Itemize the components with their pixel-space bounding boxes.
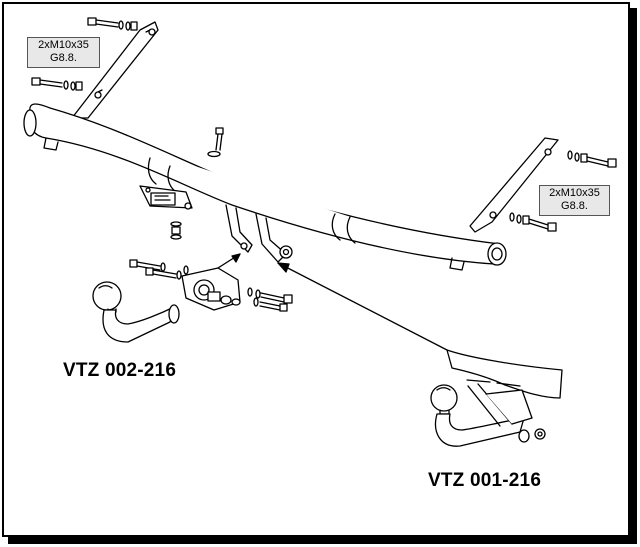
right-bolt-spec-size: 2xM10x35	[549, 187, 600, 199]
cross-tube	[23, 103, 507, 271]
left-mounting-bracket	[71, 21, 159, 119]
left-bolt-spec-callout: 2xM10x35 G8.8.	[27, 37, 100, 68]
right-bolt-spec-callout: 2xM10x35 G8.8.	[539, 185, 610, 216]
left-bolt-upper	[87, 17, 138, 31]
centre-top-bolt	[207, 127, 224, 158]
left-bolt-spec-size: 2xM10x35	[38, 39, 89, 51]
fixed-tow-ball-assembly	[430, 349, 563, 447]
right-bolt-lower	[509, 212, 557, 232]
left-bolt-spec-grade: G8.8.	[50, 52, 77, 64]
detachable-part-number: VTZ 002-216	[63, 360, 177, 381]
drawing-frame	[2, 2, 630, 537]
socket-plate	[139, 185, 193, 210]
frame-shadow-bottom	[8, 537, 637, 544]
left-bolt-lower	[31, 77, 83, 91]
fixed-part-number: VTZ 001-216	[428, 470, 542, 491]
right-bolt-upper	[567, 150, 617, 168]
mounting-lugs	[225, 204, 293, 263]
centre-nut-stack	[170, 221, 182, 240]
frame-shadow-right	[630, 8, 637, 544]
assembly-arrow-fixed	[277, 262, 448, 351]
detachable-tow-ball-assembly	[92, 259, 293, 343]
right-bolt-spec-grade: G8.8.	[561, 200, 588, 212]
right-mounting-bracket	[469, 137, 559, 233]
